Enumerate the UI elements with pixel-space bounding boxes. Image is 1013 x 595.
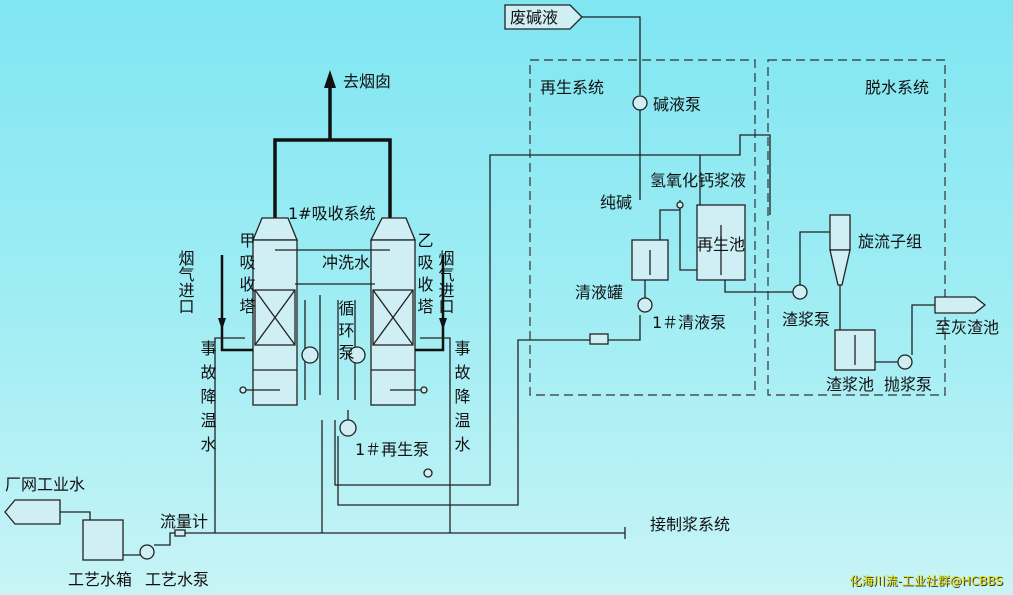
throw-pump-icon	[897, 354, 913, 370]
label-slag-tank: 渣浆池	[826, 375, 874, 394]
label-cyclone: 旋流子组	[858, 232, 922, 251]
cyclone	[829, 214, 851, 251]
label-slag-pump: 渣浆泵	[782, 310, 830, 329]
heat-exchanger	[589, 333, 609, 345]
regen-pump-icon	[339, 419, 357, 437]
label-process-tank: 工艺水箱	[68, 570, 132, 589]
circ-pump-b-icon	[348, 346, 366, 364]
label-to-slurry-system: 接制浆系统	[650, 515, 730, 534]
label-soda: 纯碱	[600, 193, 632, 212]
flow-meter	[174, 529, 186, 537]
label-emergency-left: 事故降温水	[198, 340, 217, 460]
watermark: 化海川流-工业社群@HCBBS	[849, 574, 1003, 588]
label-absorb-system: 1#吸收系统	[288, 204, 376, 223]
clear-pump-icon	[637, 297, 653, 313]
circ-pump-a-icon	[301, 346, 319, 364]
label-circ-pump: 循环泵	[336, 300, 355, 366]
label-plant-water: 厂网工业水	[5, 475, 85, 494]
label-clear-tank: 清液罐	[575, 283, 623, 302]
tower-a	[239, 217, 298, 406]
label-dewater-system: 脱水系统	[865, 78, 929, 97]
arrow-up-icon	[324, 70, 336, 88]
label-waste-alkali: 废碱液	[510, 8, 558, 27]
label-caoh-slurry: 氢氧化钙浆液	[650, 171, 746, 190]
label-flue-gas-left: 烟气进口	[176, 250, 195, 314]
label-regen-tank: 再生池	[697, 235, 745, 254]
process-tank	[82, 519, 124, 561]
tower-b	[369, 217, 428, 406]
regen-system-box	[529, 59, 756, 396]
label-tower-b: 乙吸收塔	[415, 232, 434, 320]
label-regen-system: 再生系统	[540, 78, 604, 97]
flue-duct	[273, 138, 392, 218]
dewater-system-box	[767, 59, 946, 396]
label-clear-pump: 1＃清液泵	[652, 313, 726, 332]
label-flush-water: 冲洗水	[322, 253, 370, 272]
slag-pump-icon	[792, 284, 808, 300]
label-flow-meter: 流量计	[160, 512, 208, 531]
process-pump-icon	[139, 544, 155, 560]
label-throw-pump: 抛浆泵	[884, 375, 932, 394]
alkali-pump-icon	[632, 95, 648, 111]
ash-pond-outlet	[934, 296, 987, 314]
plant-water-inlet	[4, 499, 61, 525]
label-flue-gas-right: 烟气进口	[436, 250, 455, 314]
waste-alkali-inlet	[504, 4, 583, 30]
label-process-pump: 工艺水泵	[145, 570, 209, 589]
label-emergency-right: 事故降温水	[452, 340, 471, 460]
label-regen-pump: 1＃再生泵	[355, 440, 429, 459]
label-alkali-pump: 碱液泵	[653, 95, 701, 114]
label-to-ash-pond: 至灰渣池	[935, 318, 999, 337]
label-tower-a: 甲吸收塔	[237, 232, 256, 320]
label-to-chimney: 去烟囱	[343, 72, 391, 91]
